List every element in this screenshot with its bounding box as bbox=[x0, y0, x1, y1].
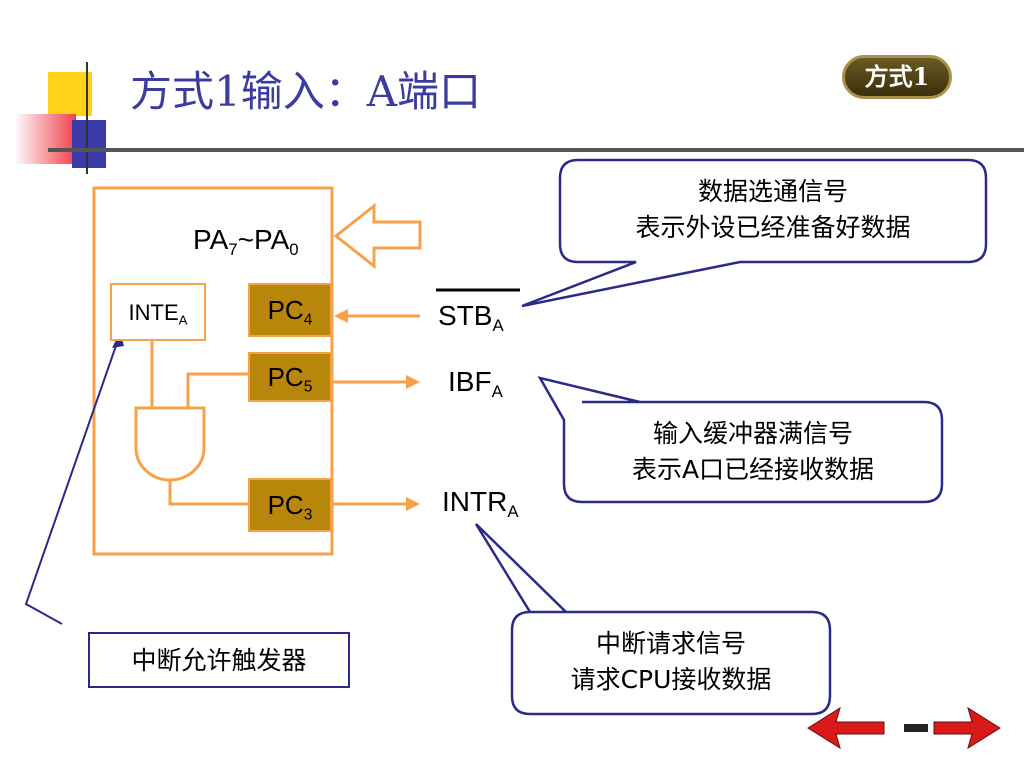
nav-divider bbox=[904, 724, 928, 732]
pc5-box: PC5 bbox=[248, 352, 332, 402]
chip-outline bbox=[92, 186, 334, 556]
intr-arrowhead bbox=[406, 497, 420, 511]
pc4-box: PC4 bbox=[248, 283, 332, 337]
mode-1-button[interactable]: 方式1 bbox=[842, 55, 952, 99]
horizontal-rule bbox=[48, 148, 1024, 152]
ibf-callout-line2: 表示A口已经接收数据 bbox=[631, 455, 875, 484]
intr-callout-line2: 请求CPU接收数据 bbox=[570, 665, 772, 694]
inte-box: INTEA bbox=[110, 283, 206, 341]
red-square bbox=[14, 114, 76, 164]
yellow-square bbox=[48, 72, 92, 116]
strobe-callout-bubble bbox=[521, 158, 988, 308]
intr-callout-text: 中断请求信号 请求CPU接收数据 bbox=[512, 626, 830, 698]
corner-decoration bbox=[0, 0, 1024, 180]
stb-label: STBA bbox=[438, 300, 504, 335]
page-title: 方式1输入：A端口 bbox=[130, 67, 482, 116]
pc3-box: PC3 bbox=[248, 478, 332, 532]
and-gate bbox=[134, 406, 206, 482]
intr-callout-bubble bbox=[474, 523, 832, 716]
blue-square bbox=[72, 120, 106, 168]
hollow-input-arrow bbox=[333, 202, 422, 270]
intr-label: INTRA bbox=[442, 486, 519, 521]
ibf-callout-bubble bbox=[537, 376, 944, 504]
interrupt-enable-trigger-label: 中断允许触发器 bbox=[88, 632, 350, 688]
ibf-arrowhead bbox=[406, 375, 420, 389]
vertical-rule bbox=[86, 62, 88, 174]
gate-output-wire bbox=[168, 480, 248, 506]
strobe-callout-line1: 数据选通信号 bbox=[697, 177, 848, 206]
ibf-label: IBFA bbox=[448, 366, 503, 401]
ibf-callout-line1: 输入缓冲器满信号 bbox=[652, 419, 853, 448]
stb-arrowhead bbox=[334, 309, 348, 323]
strobe-callout-text: 数据选通信号 表示外设已经准备好数据 bbox=[560, 174, 986, 246]
intr-callout-line1: 中断请求信号 bbox=[595, 629, 746, 658]
strobe-callout-line2: 表示外设已经准备好数据 bbox=[635, 213, 911, 242]
ibf-callout-text: 输入缓冲器满信号 表示A口已经接收数据 bbox=[564, 416, 942, 488]
trigger-pointer-line bbox=[24, 339, 119, 625]
pc5-gate-wire bbox=[186, 372, 248, 408]
data-port-label: PA7~PA0 bbox=[193, 224, 299, 259]
back-arrow-icon[interactable] bbox=[807, 706, 885, 750]
forward-arrow-icon[interactable] bbox=[933, 706, 1001, 750]
